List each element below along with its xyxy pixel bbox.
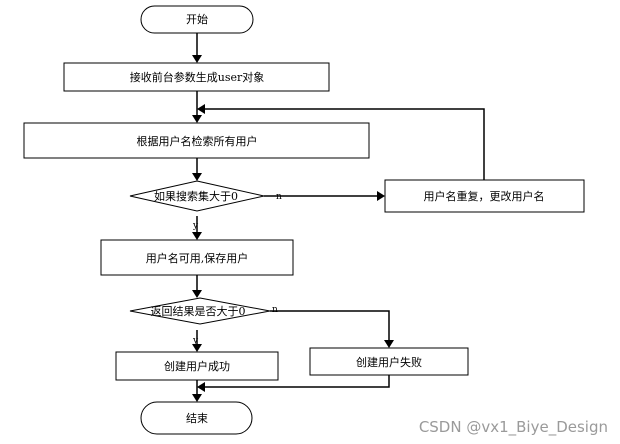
node-check-result: 返回结果是否大于0 bbox=[129, 297, 271, 325]
arrow-failure-merge bbox=[197, 382, 205, 392]
duplicate-label: 用户名重复，更改用户名 bbox=[424, 189, 545, 203]
start-terminal bbox=[140, 5, 254, 34]
arrow-search-decision1 bbox=[192, 173, 202, 181]
search-label: 根据用户名检索所有用户 bbox=[137, 134, 258, 148]
check-result-decision bbox=[129, 297, 271, 325]
node-search: 根据用户名检索所有用户 bbox=[23, 122, 370, 159]
search-process-box bbox=[23, 122, 370, 159]
edge-failure-merge bbox=[203, 375, 390, 388]
arrow-start-receive bbox=[192, 55, 202, 63]
node-success: 创建用户成功 bbox=[115, 351, 279, 381]
save-process-box bbox=[100, 239, 294, 276]
arrow-success-end bbox=[192, 394, 202, 402]
end-terminal bbox=[140, 401, 253, 435]
receive-process-box bbox=[63, 62, 330, 92]
check-count-label: 如果搜索集大于0 bbox=[154, 189, 238, 203]
node-save: 用户名可用,保存用户 bbox=[100, 239, 294, 276]
failure-process-box bbox=[309, 347, 469, 376]
node-end: 结束 bbox=[140, 401, 253, 435]
arrow-decision1-duplicate bbox=[377, 191, 385, 201]
branch-label-no-2: n bbox=[272, 305, 278, 315]
edge-decision2-failure bbox=[270, 310, 390, 340]
success-process-box bbox=[115, 351, 279, 381]
arrow-decision2-failure bbox=[384, 340, 394, 348]
arrow-decision2-success bbox=[192, 344, 202, 352]
branch-label-yes-2: y bbox=[192, 336, 199, 346]
duplicate-process-box bbox=[384, 179, 585, 213]
start-label: 开始 bbox=[186, 12, 208, 26]
edge-duplicate-loop bbox=[203, 108, 485, 180]
edges bbox=[196, 33, 485, 397]
check-result-label: 返回结果是否大于0 bbox=[151, 304, 246, 318]
arrowheads bbox=[192, 55, 394, 402]
csdn-watermark: CSDN @vx1_Biye_Design bbox=[418, 418, 608, 436]
arrow-receive-search bbox=[192, 115, 202, 123]
node-receive: 接收前台参数生成user对象 bbox=[63, 62, 330, 92]
end-label: 结束 bbox=[186, 412, 208, 425]
node-check-count: 如果搜索集大于0 bbox=[129, 180, 265, 212]
branch-label-yes-1: y bbox=[192, 221, 199, 231]
node-start: 开始 bbox=[140, 5, 254, 34]
branch-label-no-1: n bbox=[276, 192, 282, 202]
failure-label: 创建用户失败 bbox=[356, 355, 422, 369]
branch-labels: n y n y bbox=[192, 192, 282, 346]
success-label: 创建用户成功 bbox=[164, 359, 230, 373]
receive-label: 接收前台参数生成user对象 bbox=[130, 70, 265, 84]
arrow-save-decision2 bbox=[192, 290, 202, 298]
save-label: 用户名可用,保存用户 bbox=[146, 251, 249, 265]
node-failure: 创建用户失败 bbox=[309, 347, 469, 376]
node-duplicate: 用户名重复，更改用户名 bbox=[384, 179, 585, 213]
arrow-decision1-save bbox=[192, 232, 202, 240]
check-count-decision bbox=[129, 180, 265, 212]
arrow-duplicate-loop bbox=[197, 104, 205, 114]
